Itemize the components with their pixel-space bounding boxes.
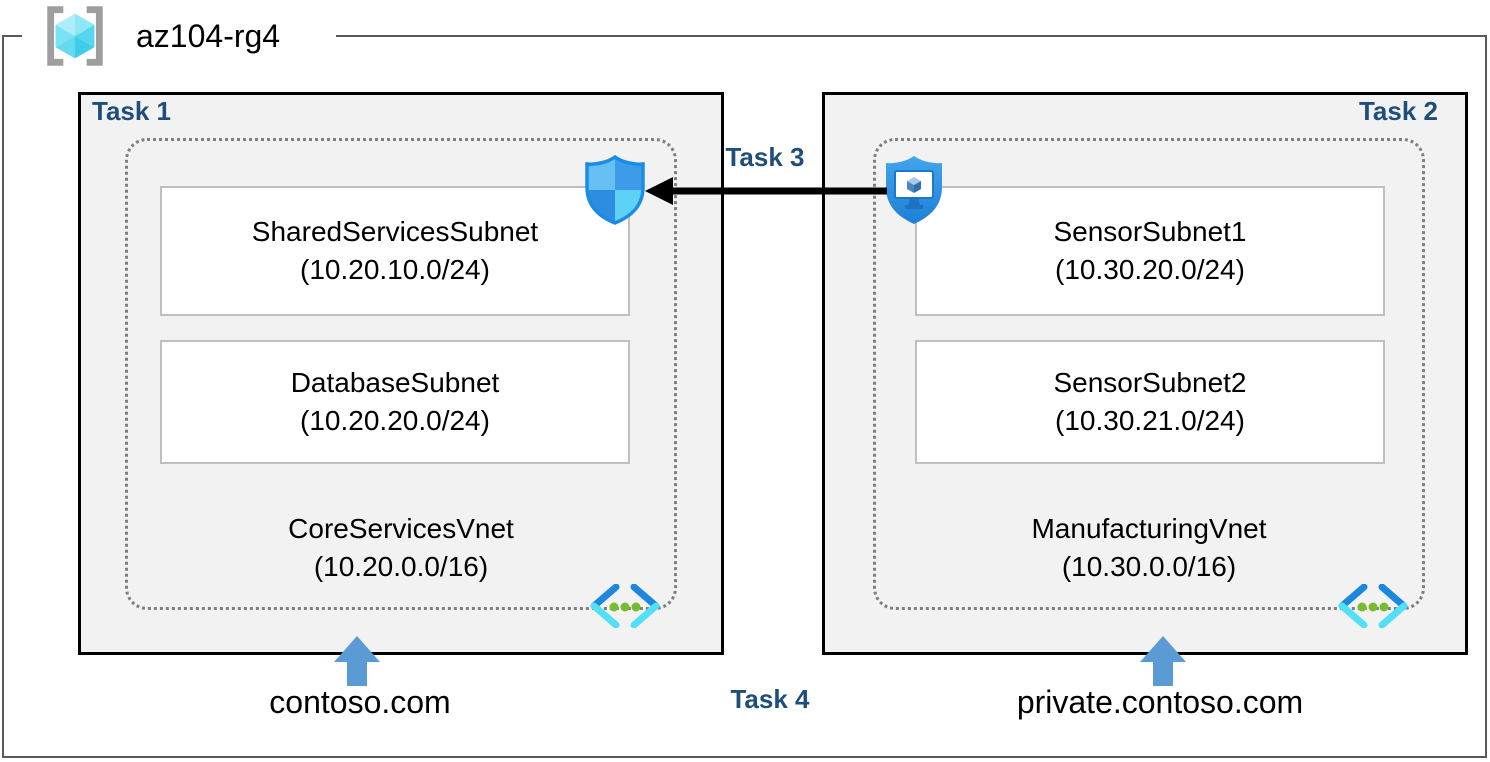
manufacturing-vnet-boundary xyxy=(873,138,1425,610)
task3-label: Task 3 xyxy=(725,142,805,172)
resource-group-frame xyxy=(2,35,1487,758)
core-services-vnet-label: CoreServicesVnet (10.20.0.0/16) xyxy=(125,510,677,586)
virtual-network-icon xyxy=(589,584,661,628)
virtual-network-icon xyxy=(1337,584,1409,628)
subnet-cidr: (10.30.20.0/24) xyxy=(1055,254,1245,285)
sensor-subnet1-box: SensorSubnet1 (10.30.20.0/24) xyxy=(915,186,1385,316)
subnet-name: SensorSubnet2 xyxy=(1053,367,1247,398)
vnet-cidr: (10.30.0.0/16) xyxy=(1061,551,1237,582)
shared-services-subnet-box: SharedServicesSubnet (10.20.10.0/24) xyxy=(160,186,630,316)
resource-group-badge: az104-rg4 xyxy=(22,2,337,70)
resource-group-icon xyxy=(38,4,112,68)
manufacturing-vnet-label: ManufacturingVnet (10.30.0.0/16) xyxy=(873,510,1425,586)
private-dns-zone-label: private.contoso.com xyxy=(1016,684,1304,720)
subnet-cidr: (10.20.10.0/24) xyxy=(300,254,490,285)
core-services-vnet-boundary xyxy=(125,138,677,610)
subnet-name: SharedServicesSubnet xyxy=(251,216,539,247)
task2-label: Task 2 xyxy=(1358,96,1438,126)
vnet-cidr: (10.20.0.0/16) xyxy=(313,551,489,582)
subnet-cidr: (10.20.20.0/24) xyxy=(300,405,490,436)
subnet-name: DatabaseSubnet xyxy=(290,367,500,398)
subnet-name: SensorSubnet1 xyxy=(1053,216,1247,247)
dns-zone-arrow-icon xyxy=(334,636,380,686)
peering-arrow-icon xyxy=(645,174,887,208)
subnet-cidr: (10.30.21.0/24) xyxy=(1055,405,1245,436)
secured-vm-shield-icon xyxy=(882,154,946,226)
sensor-subnet2-box: SensorSubnet2 (10.30.21.0/24) xyxy=(915,340,1385,464)
task1-label: Task 1 xyxy=(92,96,172,126)
resource-group-name: az104-rg4 xyxy=(136,17,281,54)
dns-zone-arrow-icon xyxy=(1140,636,1186,686)
vnet-name: CoreServicesVnet xyxy=(288,513,514,544)
database-subnet-box: DatabaseSubnet (10.20.20.0/24) xyxy=(160,340,630,464)
vnet-name: ManufacturingVnet xyxy=(1031,513,1267,544)
network-security-group-shield-icon xyxy=(583,154,647,226)
task4-label: Task 4 xyxy=(730,684,810,714)
public-dns-zone-label: contoso.com xyxy=(269,684,451,720)
